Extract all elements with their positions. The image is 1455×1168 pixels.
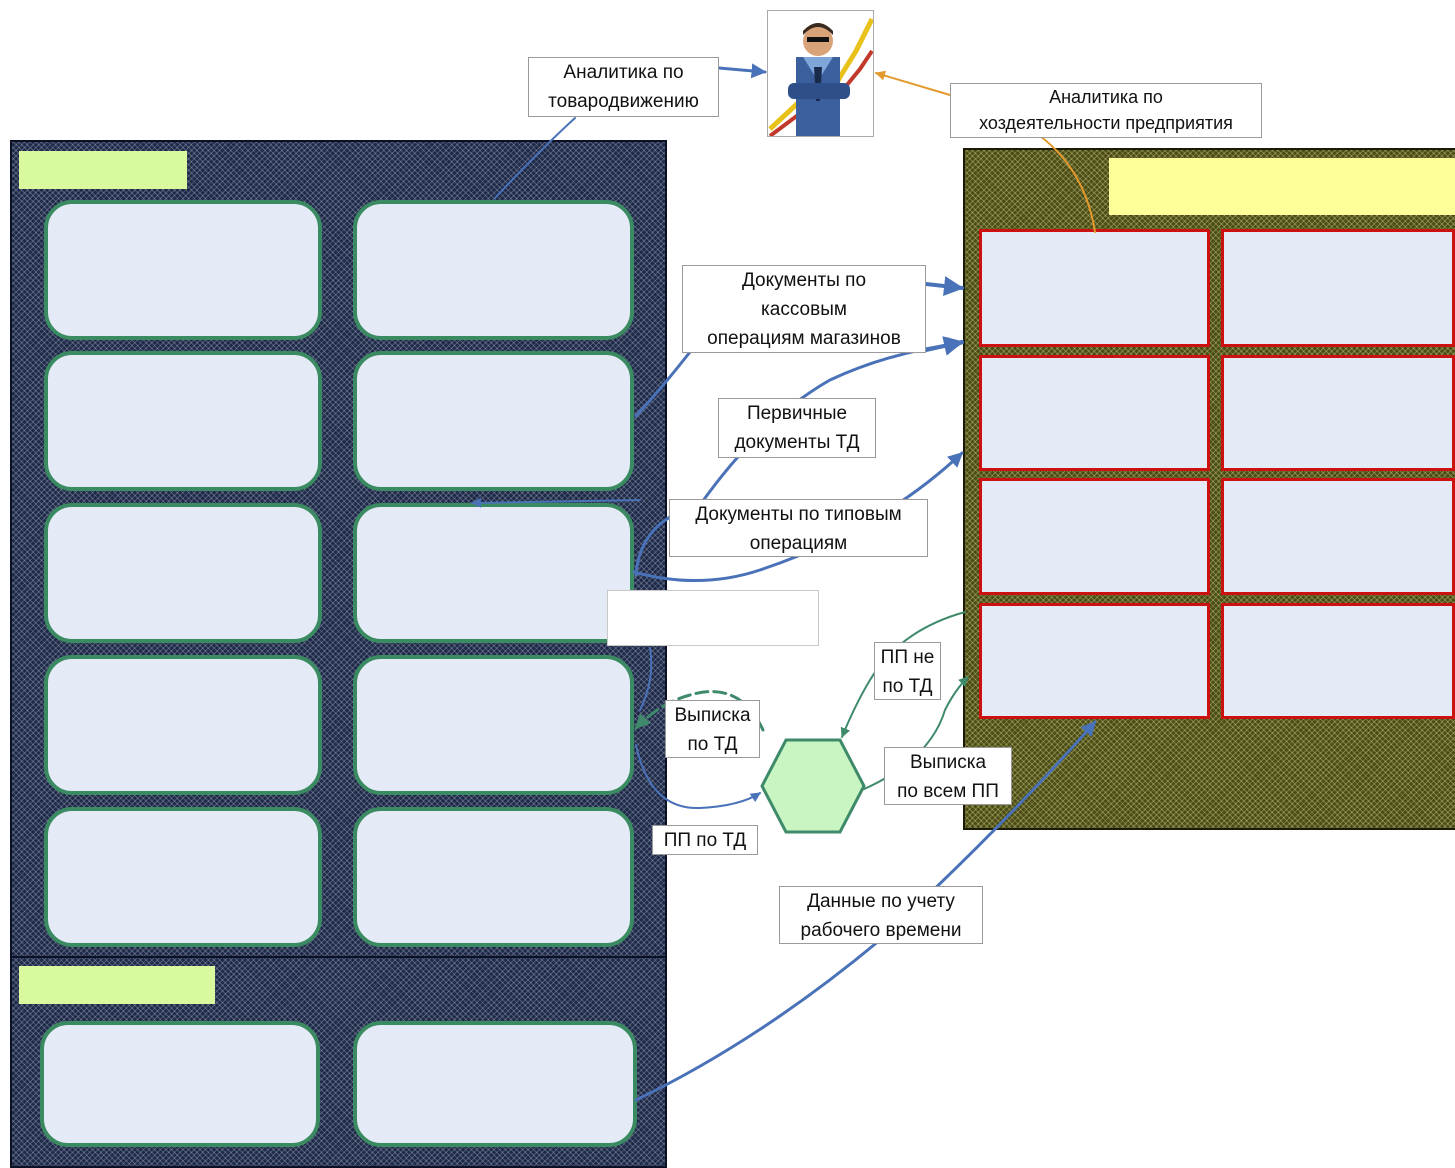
right-box-r1c2 [1221, 229, 1455, 347]
label-pp-td: ПП по ТД [652, 825, 758, 855]
left-box-r1c2 [353, 200, 634, 340]
label-work-time-data: Данные по учету рабочего времени [779, 886, 983, 944]
label-enterprise-analytics: Аналитика по хоздеятельности предприятия [950, 83, 1262, 138]
label-statement-all-pp: Выписка по всем ПП [884, 747, 1012, 805]
hexagon-icon [760, 738, 866, 834]
arrow-goods-analytics-out [717, 63, 767, 79]
right-box-r3c1 [979, 478, 1210, 595]
left-box-r4c1 [44, 655, 322, 795]
arrow-cash-docs [924, 276, 964, 296]
label-typical-ops-docs: Документы по типовым операциям [669, 499, 928, 557]
left-box-r1c1 [44, 200, 322, 340]
right-box-r4c2 [1221, 603, 1455, 719]
left-bottom-panel-tag [19, 966, 215, 1004]
left-box-r2c1 [44, 351, 322, 491]
label-goods-movement-analytics: Аналитика по товародвижению [528, 57, 719, 117]
left-box-r3c2 [353, 503, 634, 643]
right-box-r2c2 [1221, 355, 1455, 471]
left-box-r4c2 [353, 655, 634, 795]
left-box-r2c2 [353, 351, 634, 491]
left-box-r5c1 [44, 807, 322, 947]
right-box-r2c1 [979, 355, 1210, 471]
blank-box [607, 590, 819, 646]
left-bottom-box-1 [40, 1021, 320, 1147]
right-box-r1c1 [979, 229, 1210, 347]
arrow-cash-docs-2 [924, 336, 964, 356]
label-cash-docs: Документы по кассовым операциям магазино… [682, 265, 926, 353]
left-box-r5c2 [353, 807, 634, 947]
left-bottom-box-2 [353, 1021, 637, 1147]
right-box-r4c1 [979, 603, 1210, 719]
left-box-r3c1 [44, 503, 322, 643]
label-pp-not-td: ПП не по ТД [874, 642, 941, 700]
manager-image [767, 10, 874, 137]
label-primary-docs: Первичные документы ТД [718, 398, 876, 458]
left-main-panel-tag [19, 151, 187, 189]
right-panel-tag [1109, 158, 1455, 215]
right-box-r3c2 [1221, 478, 1455, 595]
manager-icon [768, 11, 873, 136]
label-statement-td: Выписка по ТД [665, 700, 760, 758]
